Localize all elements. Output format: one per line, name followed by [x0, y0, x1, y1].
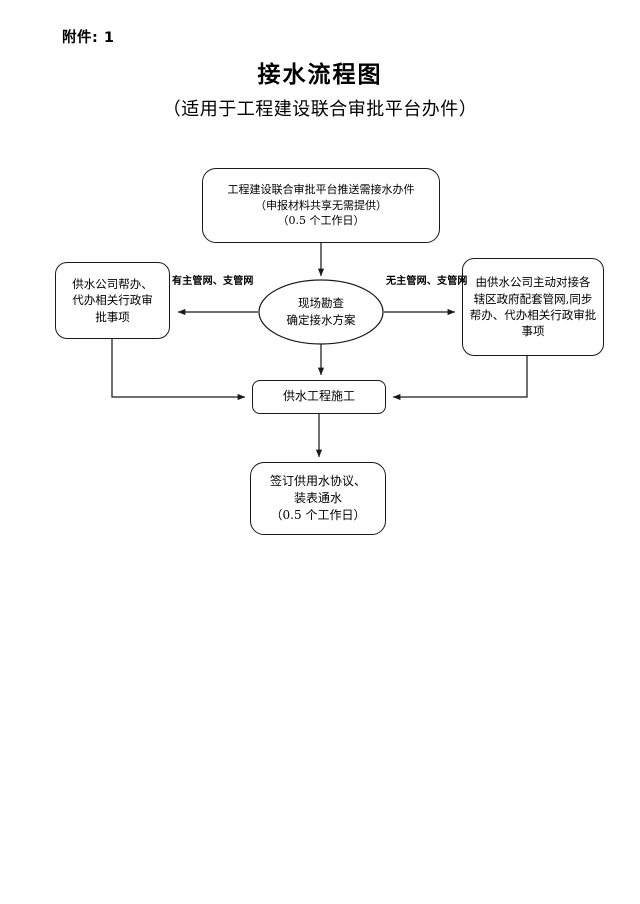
- node-sign-line-1: 签订供用水协议、: [269, 473, 366, 488]
- page-subtitle: （适用于工程建设联合审批平台办件）: [162, 99, 478, 120]
- node-push-line-1: 工程建设联合审批平台推送需接水办件: [227, 183, 415, 197]
- node-site-survey: 现场勘查 确定接水方案: [261, 281, 381, 343]
- node-right-line-2: 辖区政府配套管网,同步: [473, 291, 593, 306]
- node-survey-line-2: 确定接水方案: [286, 313, 356, 327]
- node-right-line-3: 帮办、代办相关行政审批: [469, 308, 597, 322]
- node-left-line-3: 批事项: [95, 309, 130, 324]
- node-sign-line-3: （0.5 个工作日）: [270, 508, 366, 523]
- node-push-line-2: （申报材料共享无需提供）: [255, 198, 387, 212]
- node-left-line-1: 供水公司帮办、: [72, 277, 153, 291]
- node-push-platform: 工程建设联合审批平台推送需接水办件 （申报材料共享无需提供） （0.5 个工作日…: [202, 168, 440, 243]
- attachment-label: 附件: 1: [62, 30, 115, 46]
- node-build-line-1: 供水工程施工: [282, 389, 355, 404]
- node-water-construction: 供水工程施工: [252, 380, 386, 414]
- edge-left-to-build: [111, 339, 246, 401]
- page-title: 接水流程图: [257, 61, 383, 88]
- node-left-line-2: 代办相关行政审: [72, 293, 153, 308]
- node-sign-agreement: 签订供用水协议、 装表通水 （0.5 个工作日）: [250, 462, 386, 535]
- node-survey-line-1: 现场勘查: [298, 296, 344, 311]
- node-right-line-1: 由供水公司主动对接各: [475, 275, 591, 290]
- node-water-company-proactive: 由供水公司主动对接各 辖区政府配套管网,同步 帮办、代办相关行政审批 事项: [462, 258, 604, 356]
- node-sign-line-2: 装表通水: [293, 490, 342, 505]
- node-right-line-4: 事项: [521, 324, 545, 339]
- edge-label-has-pipe-network: 有主管网、支管网: [172, 276, 254, 287]
- node-water-company-assist: 供水公司帮办、 代办相关行政审 批事项: [55, 262, 170, 339]
- edge-label-no-pipe-network: 无主管网、支管网: [386, 276, 468, 287]
- node-push-line-3: （0.5 个工作日）: [277, 214, 365, 228]
- edge-right-to-build: [392, 356, 528, 401]
